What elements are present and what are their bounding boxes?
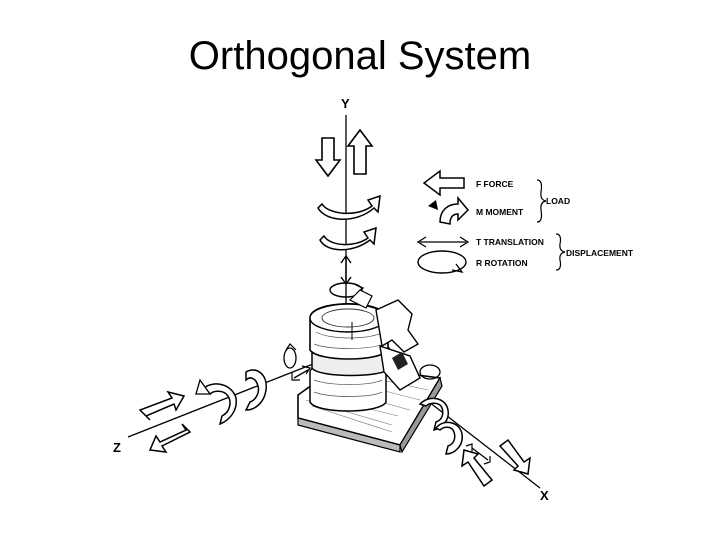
legend-rotation-label: R ROTATION xyxy=(476,258,528,268)
legend-force-icon xyxy=(422,169,465,197)
legend-moment-label: M MOMENT xyxy=(476,207,524,217)
y-rotation-arrow xyxy=(329,282,363,298)
z-axis-line xyxy=(127,361,319,438)
x-translation-arrow xyxy=(471,447,489,461)
z-moment-arrowhead xyxy=(195,378,212,395)
legend-moment-icon xyxy=(439,195,470,225)
slide-title: Orthogonal System xyxy=(188,34,532,78)
z-axis-label: Z xyxy=(113,440,121,455)
legend-rotation-icon xyxy=(417,250,467,274)
x-rotation-arrow xyxy=(419,364,441,380)
z-translation-heads xyxy=(291,365,311,381)
x-axis-label: X xyxy=(540,488,549,503)
x-force-arrow-2 xyxy=(461,449,494,488)
legend: F FORCE M MOMENT T TRANSLATION R ROTATIO… xyxy=(416,169,634,274)
y-force-up-arrow xyxy=(346,128,374,175)
y-axis-label: Y xyxy=(341,96,350,111)
z-rotation-head xyxy=(285,343,297,351)
legend-moment-tip xyxy=(428,200,438,210)
y-force-down-arrow xyxy=(314,137,342,178)
x-translation-heads xyxy=(465,443,491,465)
y-translation-heads xyxy=(340,254,352,286)
z-translation-arrow xyxy=(293,369,309,379)
x-moment-arrow-2 xyxy=(434,421,463,455)
legend-translation-label: T TRANSLATION xyxy=(476,237,544,247)
z-force-arrow-1 xyxy=(138,390,186,421)
x-force-arrow-1 xyxy=(498,438,531,475)
z-force-arrow-2 xyxy=(148,423,192,453)
z-moment-arrow-2 xyxy=(244,369,267,411)
vertebra-illustration xyxy=(297,289,443,454)
load-brace xyxy=(536,179,547,223)
z-rotation-arrow xyxy=(283,347,297,369)
z-moment-arrow-1 xyxy=(202,383,238,426)
legend-displacement-label: DISPLACEMENT xyxy=(566,248,634,258)
x-axis-line xyxy=(419,394,541,489)
x-moment-arrow-1 xyxy=(418,397,450,432)
displacement-brace xyxy=(555,233,566,271)
y-moment-arrow xyxy=(317,194,381,220)
y-moment-arrow-2 xyxy=(319,226,377,251)
legend-force-label: F FORCE xyxy=(476,179,514,189)
legend-load-label: LOAD xyxy=(546,196,570,206)
